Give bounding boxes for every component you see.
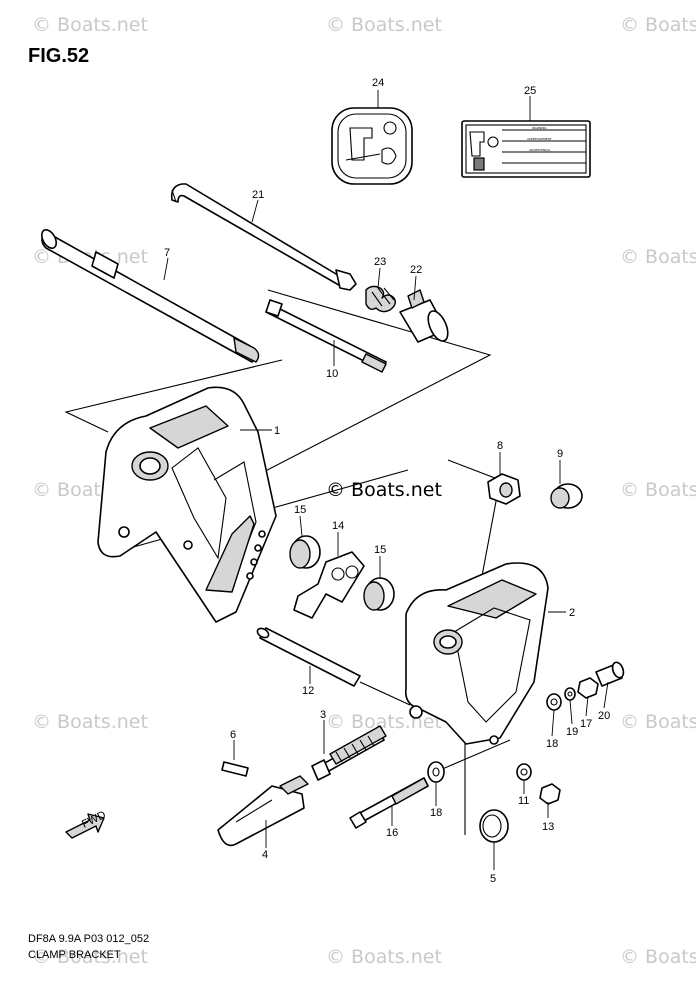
callout-12: 12	[302, 685, 314, 697]
watermark: © Boats.net	[326, 946, 442, 968]
callout-8: 8	[497, 440, 503, 452]
fwd-arrow-icon: FWD	[65, 809, 108, 839]
label-row-warning: WARNING	[532, 126, 547, 130]
spring-23	[365, 285, 397, 313]
callout-6: 6	[230, 729, 236, 741]
callout-25: 25	[524, 85, 536, 97]
assembly-lines	[64, 289, 511, 835]
bushing-9	[550, 483, 583, 509]
watermark: © Boats.net	[620, 479, 696, 501]
callout-7: 7	[164, 247, 170, 259]
watermark: © Boats.net	[32, 711, 148, 733]
callout-9: 9	[557, 448, 563, 460]
pin-6	[221, 761, 249, 777]
knob-22	[399, 289, 449, 343]
label-sheet-25: WARNING AVERTISSEMENT ADVERTENCIA	[461, 120, 591, 178]
bushing-15a	[289, 535, 321, 569]
watermark: © Boats.net	[32, 946, 148, 968]
cap-5	[479, 809, 509, 843]
watermark: © Boats.net	[620, 946, 696, 968]
clamp-bracket-2	[404, 562, 549, 745]
washer-18b	[427, 761, 445, 783]
callout-15: 15	[374, 544, 386, 556]
footer-name: CLAMP BRACKET	[28, 949, 121, 961]
callout-18: 18	[546, 738, 558, 750]
callout-22: 22	[410, 264, 422, 276]
pin-12	[256, 627, 361, 687]
watermark: © Boats.net	[620, 14, 696, 36]
center-watermark: © Boats.net	[326, 479, 442, 501]
callout-15: 15	[294, 504, 306, 516]
callout-14: 14	[332, 520, 344, 532]
callouts: 24 25 21 7 23 22 10 1 8 9 15 14 15 2 12 …	[164, 77, 610, 885]
callout-10: 10	[326, 368, 338, 380]
callout-5: 5	[490, 873, 496, 885]
rod-21	[170, 183, 357, 291]
stopper-plate-14	[293, 551, 365, 619]
callout-21: 21	[252, 189, 264, 201]
leader-lines	[163, 90, 609, 870]
lever-4	[217, 775, 309, 847]
callout-13: 13	[542, 821, 554, 833]
label-row-avertissement: AVERTISSEMENT	[527, 137, 552, 141]
washer-19	[564, 687, 576, 701]
callout-4: 4	[262, 849, 268, 861]
watermark: © Boats.net	[326, 14, 442, 36]
callout-1: 1	[274, 425, 280, 437]
footer-code: DF8A 9.9A P03 012_052	[28, 933, 149, 945]
watermark: © Boats.net	[620, 246, 696, 268]
sleeve-20	[595, 661, 625, 687]
callout-16: 16	[386, 827, 398, 839]
nut-8	[487, 473, 521, 505]
bushing-15b	[363, 577, 395, 611]
bolt-10	[265, 299, 387, 373]
watermark: © Boats.net	[32, 14, 148, 36]
callout-23: 23	[374, 256, 386, 268]
callout-17: 17	[580, 718, 592, 730]
callout-2: 2	[569, 607, 575, 619]
callout-19: 19	[566, 726, 578, 738]
callout-24: 24	[372, 77, 384, 89]
watermark: © Boats.net	[620, 711, 696, 733]
nut-11	[516, 763, 532, 781]
bolt-16	[349, 777, 429, 829]
washer-18a	[546, 693, 562, 711]
label-row-advertencia: ADVERTENCIA	[529, 148, 551, 152]
callout-3: 3	[320, 709, 326, 721]
callout-11: 11	[518, 795, 529, 807]
callout-18: 18	[430, 807, 442, 819]
watermark: © Boats.net	[326, 711, 442, 733]
nut-17	[577, 677, 599, 699]
tube-7	[40, 229, 260, 363]
callout-20: 20	[598, 710, 610, 722]
clamp-bracket-1	[97, 386, 277, 623]
sticker-24	[331, 107, 413, 185]
figure-title: FIG.52	[28, 45, 89, 67]
nut-13	[539, 783, 561, 805]
spring-rod-3	[311, 725, 387, 781]
